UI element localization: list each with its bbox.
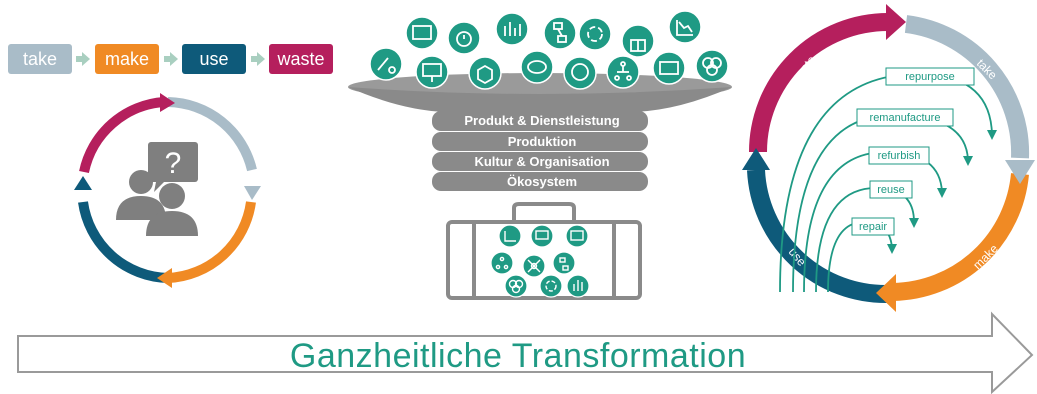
hierarchy-icon [490,251,514,275]
tape-measure-icon [520,50,554,84]
transformation-arrow [17,311,1034,394]
funnel-layer-label-3: Kultur & Organisation [474,154,610,169]
svg-text:repair: repair [859,221,887,233]
declining-chart-icon [498,224,522,248]
suitcase-toolbox [446,202,642,300]
loop-arc-reuse [815,187,915,293]
banner-title: Ganzheitliche Transformation [289,337,747,375]
ring-segment-waste [749,13,889,153]
monitor-icon [652,51,686,85]
teaching-board-icon [530,224,554,248]
svg-text:repurpose: repurpose [905,71,955,83]
funnel-layers [432,111,648,191]
people-question-icon: ? [116,142,198,236]
funnel-layer-label-1: Produkt & Dienstleistung [464,113,620,128]
funnel-diagram [348,10,732,191]
hand-truck-icon [369,47,403,81]
loop-label-repair: repair [851,217,895,236]
presentation-board-icon [405,16,439,50]
svg-text:refurbish: refurbish [878,150,921,162]
box-icon [468,56,502,90]
svg-text:remanufacture: remanufacture [870,112,941,124]
teaching-board-icon [415,55,449,89]
loop-label-refurbish: refurbish [868,146,930,165]
funnel-layer-2 [432,132,648,151]
circular-arrows-icon [539,274,563,298]
flow-step-take: take [8,44,72,74]
loop-arc-repurpose [779,73,993,293]
funnel-layer-4 [432,172,648,191]
flowchart-icon [552,251,576,275]
svg-text:reuse: reuse [877,184,905,196]
brain-head-icon [563,56,597,90]
presentation-board-icon [565,224,589,248]
funnel-layer-1 [432,111,648,131]
funnel-layer-label-4: Ökosystem [506,174,578,189]
flow-step-waste: waste [269,44,333,74]
circular-arrows-icon [578,17,612,51]
chevron-right-icon [76,52,90,66]
loop-label-repurpose: repurpose [885,67,975,86]
chevron-right-icon [164,52,178,66]
ring-segment-take [904,15,1030,159]
flow-step-use: use [182,44,246,74]
ring-segment-make [892,173,1029,301]
circular-economy-diagram: waste take make use repurpose remanufact… [742,4,1035,312]
funnel-layer-label-2: Produktion [507,134,577,149]
bar-chart-icon [495,12,529,46]
flow-step-make: make [95,44,159,74]
funnel-layer-3 [432,152,648,171]
loop-label-reuse: reuse [869,180,913,199]
svg-text:?: ? [165,147,182,180]
chevron-right-icon [251,52,265,66]
cycle-diagram-left: ? [74,93,261,288]
ring-segment-use [747,169,889,304]
loop-label-remanufacture: remanufacture [856,108,954,127]
